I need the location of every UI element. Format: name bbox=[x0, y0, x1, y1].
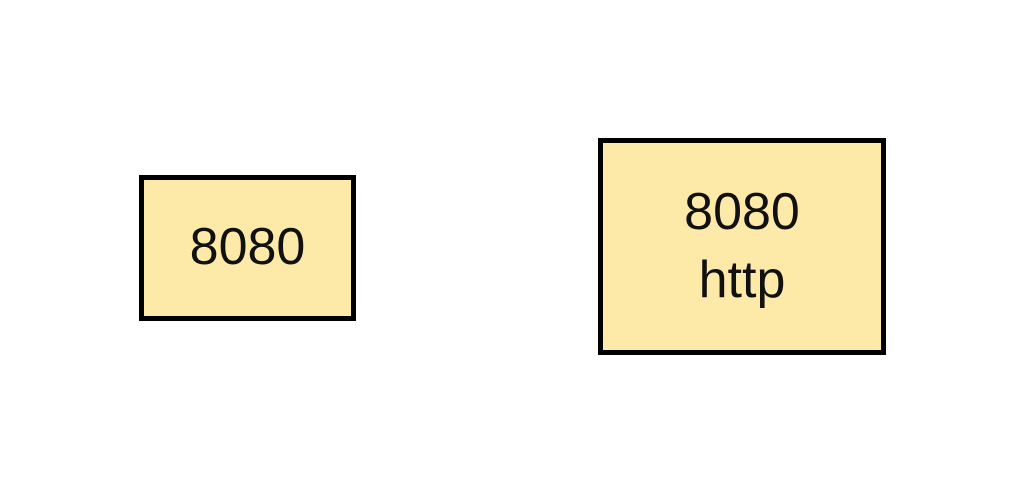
port-box-8080: 8080 bbox=[139, 175, 356, 321]
port-number-label: 8080 bbox=[684, 182, 800, 241]
port-box-8080-http: 8080 http bbox=[598, 138, 886, 355]
port-number-label: 8080 bbox=[189, 218, 306, 277]
port-protocol-label: http bbox=[698, 250, 786, 309]
